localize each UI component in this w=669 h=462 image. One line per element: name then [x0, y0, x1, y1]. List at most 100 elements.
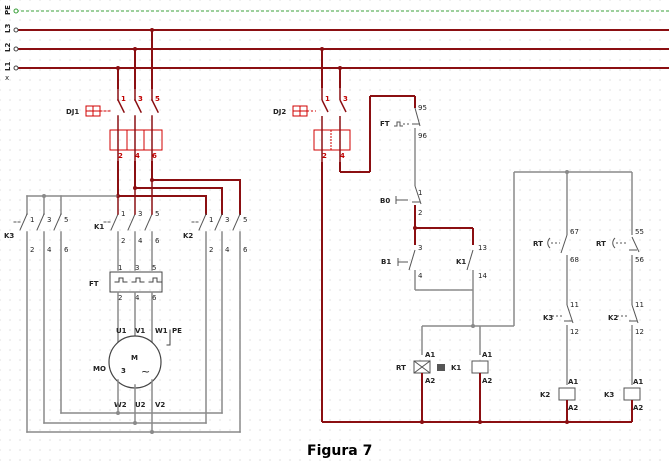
svg-text:V2: V2: [155, 401, 165, 409]
l3-label: L3: [4, 24, 12, 33]
dj2-breaker: DJ2 1 3 2 4: [273, 88, 351, 162]
svg-text:FT: FT: [380, 120, 390, 128]
svg-text:55: 55: [635, 228, 644, 236]
svg-text:K1: K1: [456, 258, 466, 266]
svg-text:2: 2: [209, 246, 213, 254]
svg-text:1: 1: [418, 189, 422, 197]
svg-text:W1: W1: [155, 327, 168, 335]
svg-text:PE: PE: [172, 327, 182, 335]
svg-text:2: 2: [121, 237, 125, 245]
svg-text:A2: A2: [633, 404, 643, 412]
k1-contactor: K1 1 3 5 2 4 6: [94, 210, 160, 245]
k3-contactor: K3 1 3 5 2 4 6: [4, 213, 69, 254]
k3-coil: K3 A1 A2: [604, 378, 643, 412]
svg-text:3: 3: [47, 216, 51, 224]
svg-text:3: 3: [138, 210, 142, 218]
svg-text:2: 2: [322, 152, 327, 160]
svg-text:3: 3: [225, 216, 229, 224]
svg-text:1: 1: [118, 264, 122, 272]
svg-text:2: 2: [118, 294, 122, 302]
svg-text:K3: K3: [543, 314, 553, 322]
svg-text:~: ~: [141, 365, 150, 378]
svg-text:67: 67: [570, 228, 579, 236]
l3-terminal: [13, 27, 19, 33]
k3-interlock-contact: K3 11 12: [543, 301, 579, 385]
k1-seal-contact: K1 13 14: [456, 244, 487, 280]
svg-text:6: 6: [64, 246, 69, 254]
supply-rails: PE L3 L2 L1 x: [4, 5, 669, 82]
k3-label: K3: [4, 232, 14, 240]
svg-text:4: 4: [138, 237, 143, 245]
svg-text:V1: V1: [135, 327, 145, 335]
svg-text:A2: A2: [482, 377, 492, 385]
svg-text:5: 5: [64, 216, 68, 224]
svg-text:K1: K1: [451, 364, 461, 372]
svg-text:4: 4: [135, 152, 140, 160]
svg-text:K2: K2: [540, 391, 550, 399]
svg-text:5: 5: [155, 210, 159, 218]
svg-text:A1: A1: [425, 351, 435, 359]
svg-text:5: 5: [155, 95, 160, 103]
svg-text:3: 3: [343, 95, 348, 103]
k1-label: K1: [94, 223, 104, 231]
motor: M 3 ~ MO U1 V1 W1 PE W2 U2 V2: [93, 327, 182, 409]
svg-text:1: 1: [209, 216, 213, 224]
svg-text:14: 14: [478, 272, 487, 280]
pe-label: PE: [4, 5, 12, 15]
svg-text:1: 1: [30, 216, 34, 224]
svg-text:1: 1: [325, 95, 330, 103]
svg-text:68: 68: [570, 256, 579, 264]
figure-caption: Figura 7: [307, 443, 372, 459]
svg-text:12: 12: [570, 328, 579, 336]
ft-nc-contact: FT 95 96: [380, 104, 427, 140]
svg-text:6: 6: [152, 294, 157, 302]
svg-text:A1: A1: [482, 351, 492, 359]
main-circuit: DJ1 1 3 5 2 4 6: [4, 28, 248, 434]
rt-no-contact: RT 55 56: [596, 172, 644, 305]
k2-coil: K2 A1 A2: [540, 378, 578, 412]
svg-text:U2: U2: [135, 401, 146, 409]
svg-text:4: 4: [225, 246, 230, 254]
k2-interlock-contact: K2 11 12: [608, 301, 644, 385]
control-circuit: DJ2 1 3 2 4 FT 95 96 B0 1: [273, 47, 644, 424]
l2-terminal: [13, 46, 19, 52]
svg-text:K3: K3: [604, 391, 614, 399]
svg-text:6: 6: [155, 237, 160, 245]
l1-terminal: [13, 65, 19, 71]
svg-text:A1: A1: [633, 378, 643, 386]
rt-nc-contact: RT 67 68: [533, 172, 579, 305]
svg-text:56: 56: [635, 256, 644, 264]
l2-label: L2: [4, 43, 12, 52]
svg-text:A1: A1: [568, 378, 578, 386]
svg-text:96: 96: [418, 132, 427, 140]
svg-text:3: 3: [121, 367, 126, 375]
svg-text:RT: RT: [396, 364, 406, 372]
svg-text:13: 13: [478, 244, 487, 252]
ft-thermal-relay: FT 1 3 5 2 4 6: [89, 264, 163, 302]
l1-label: L1: [4, 62, 12, 71]
dj2-label: DJ2: [273, 108, 286, 116]
svg-text:A2: A2: [425, 377, 435, 385]
svg-text:3: 3: [138, 95, 143, 103]
svg-text:B0: B0: [380, 197, 390, 205]
svg-text:11: 11: [570, 301, 579, 309]
svg-text:2: 2: [118, 152, 123, 160]
rt-timer-coil: RT A1 A2: [396, 351, 445, 385]
svg-text:2: 2: [418, 209, 422, 217]
dj1-breaker: DJ1 1 3 5 2 4 6: [66, 87, 163, 163]
svg-text:95: 95: [418, 104, 427, 112]
svg-text:12: 12: [635, 328, 644, 336]
svg-text:4: 4: [340, 152, 345, 160]
motor-label: MO: [93, 365, 106, 373]
b0-stop-button: B0 1 2: [380, 185, 422, 217]
svg-text:4: 4: [135, 294, 140, 302]
svg-text:U1: U1: [116, 327, 127, 335]
svg-text:RT: RT: [533, 240, 543, 248]
dj1-label: DJ1: [66, 108, 79, 116]
b1-start-button: B1 3 4: [381, 244, 423, 280]
rail-marker-x: x: [5, 74, 9, 82]
svg-text:W2: W2: [114, 401, 127, 409]
svg-text:RT: RT: [596, 240, 606, 248]
